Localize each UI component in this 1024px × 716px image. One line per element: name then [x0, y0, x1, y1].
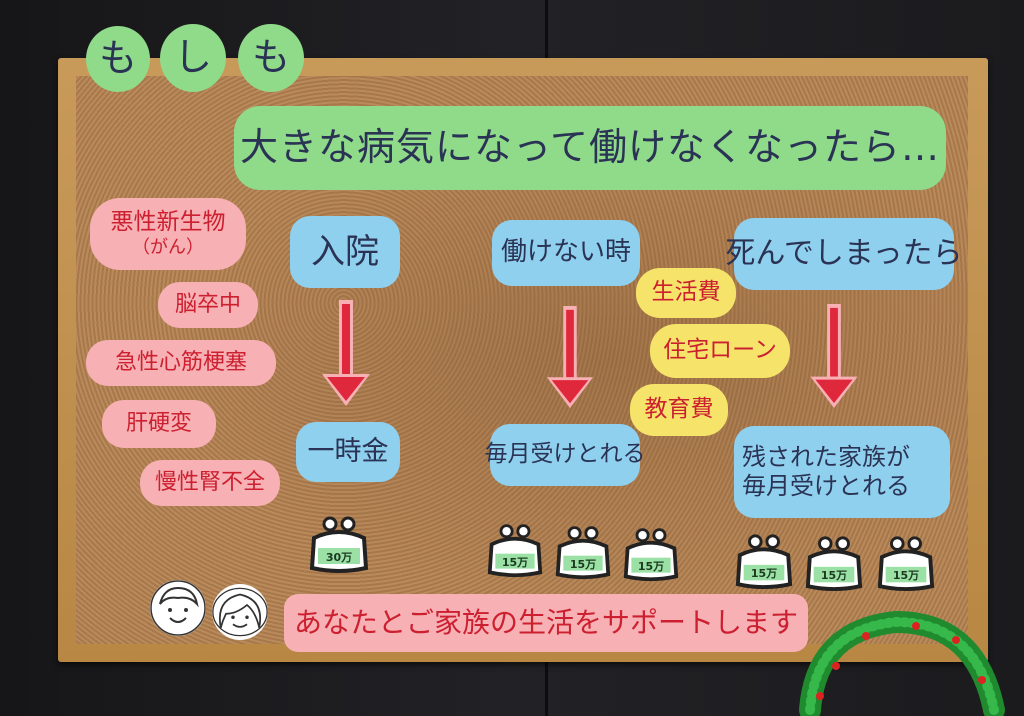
arrow-down-icon: [546, 306, 594, 409]
purse-amount-label: 15万: [750, 567, 778, 580]
coin-purse-icon: 15万: [734, 530, 794, 590]
coin-purse-icon: 15万: [486, 520, 544, 578]
disease-cancer-card: 悪性新生物 （がん）: [90, 198, 246, 270]
result-monthly-card: 毎月受けとれる: [485, 424, 646, 486]
disease-heart-card: 急性心筋梗塞: [86, 340, 276, 386]
purse-amount-label: 15万: [637, 560, 665, 573]
result-family-card: 残された家族が 毎月受けとれる: [734, 426, 950, 518]
purse-amount-label: 15万: [892, 569, 920, 582]
purse-amount-label: 15万: [569, 558, 597, 571]
result-lump-sum-card: 一時金: [296, 422, 400, 482]
coin-purse-icon: 15万: [554, 522, 612, 580]
heading-hospital-card: 入院: [290, 216, 400, 288]
arrow-down-icon: [322, 300, 370, 406]
coin-purse-icon: 15万: [876, 532, 936, 592]
purse-amount-label: 15万: [501, 556, 529, 569]
expense-living-card: 生活費: [636, 268, 736, 318]
disease-liver-card: 肝硬変: [102, 400, 216, 448]
headline-card: 大きな病気になって働けなくなったら…: [234, 106, 946, 190]
coin-purse-icon: 15万: [622, 524, 680, 582]
disease-stroke-card: 脳卒中: [158, 282, 258, 328]
badge-mo-2: も: [238, 24, 304, 92]
woman-face-icon: [212, 584, 268, 640]
expense-education-card: 教育費: [630, 384, 728, 436]
disease-cancer-sub: （がん）: [132, 237, 204, 258]
coin-purse-icon: 30万: [308, 512, 370, 574]
tinsel-wreath-icon: [799, 610, 1005, 716]
coin-purse-icon: 15万: [804, 532, 864, 592]
disease-cancer-label: 悪性新生物: [110, 209, 226, 236]
footer-banner: あなたとご家族の生活をサポートします: [284, 594, 808, 652]
badge-shi: し: [160, 24, 226, 92]
badge-mo-1: も: [86, 26, 150, 92]
expense-loan-card: 住宅ローン: [650, 324, 790, 378]
heading-cannot-work-card: 働けない時: [492, 220, 640, 286]
disease-kidney-card: 慢性腎不全: [140, 460, 280, 506]
result-family-line2: 毎月受けとれる: [742, 472, 910, 500]
result-family-line1: 残された家族が: [742, 443, 910, 472]
purse-amount-label: 30万: [325, 551, 353, 564]
heading-death-card: 死んでしまったら: [725, 218, 963, 290]
arrow-down-icon: [810, 304, 858, 409]
man-face-icon: [150, 580, 206, 636]
purse-amount-label: 15万: [820, 569, 848, 582]
